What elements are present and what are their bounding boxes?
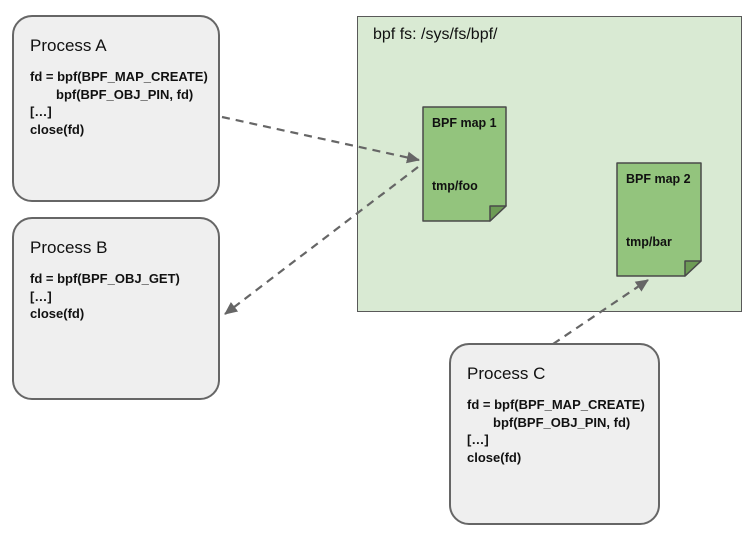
bpf-map-1-label: BPF map 1 xyxy=(432,116,497,130)
document-icon xyxy=(422,106,507,222)
process-a-code: fd = bpf(BPF_MAP_CREATE) bpf(BPF_OBJ_PIN… xyxy=(30,68,208,138)
code-line: fd = bpf(BPF_MAP_CREATE) xyxy=(467,397,645,412)
code-line: […] xyxy=(30,288,52,304)
bpf-map-2-label: BPF map 2 xyxy=(626,172,691,186)
document-icon xyxy=(616,162,702,277)
code-line: close(fd) xyxy=(467,449,522,465)
bpf-map-2-shape: BPF map 2 tmp/bar xyxy=(616,162,702,277)
process-c-box: Process C fd = bpf(BPF_MAP_CREATE) bpf(B… xyxy=(449,343,660,525)
bpf-map-2-path: tmp/bar xyxy=(626,235,672,249)
code-line: fd = bpf(BPF_MAP_CREATE) xyxy=(30,69,208,84)
bpf-fs-title: bpf fs: /sys/fs/bpf/ xyxy=(373,26,498,43)
code-line: […] xyxy=(30,104,52,119)
process-b-box: Process B fd = bpf(BPF_OBJ_GET) […] clos… xyxy=(12,217,220,400)
code-line: close(fd) xyxy=(30,306,85,321)
process-a-title: Process A xyxy=(30,36,107,55)
code-line: bpf(BPF_OBJ_PIN, fd) xyxy=(493,414,631,430)
process-b-code: fd = bpf(BPF_OBJ_GET) […] close(fd) xyxy=(30,270,208,323)
code-line: […] xyxy=(467,432,489,447)
bpf-map-1-path: tmp/foo xyxy=(432,179,478,193)
code-line: fd = bpf(BPF_OBJ_GET) xyxy=(30,271,180,286)
code-line: bpf(BPF_OBJ_PIN, fd) xyxy=(56,86,194,102)
bpf-map-1-shape: BPF map 1 tmp/foo xyxy=(422,106,507,222)
process-b-title: Process B xyxy=(30,238,108,257)
process-c-title: Process C xyxy=(467,364,546,383)
process-c-code: fd = bpf(BPF_MAP_CREATE) bpf(BPF_OBJ_PIN… xyxy=(467,396,648,466)
code-line: close(fd) xyxy=(30,121,85,137)
process-a-box: Process A fd = bpf(BPF_MAP_CREATE) bpf(B… xyxy=(12,15,220,202)
